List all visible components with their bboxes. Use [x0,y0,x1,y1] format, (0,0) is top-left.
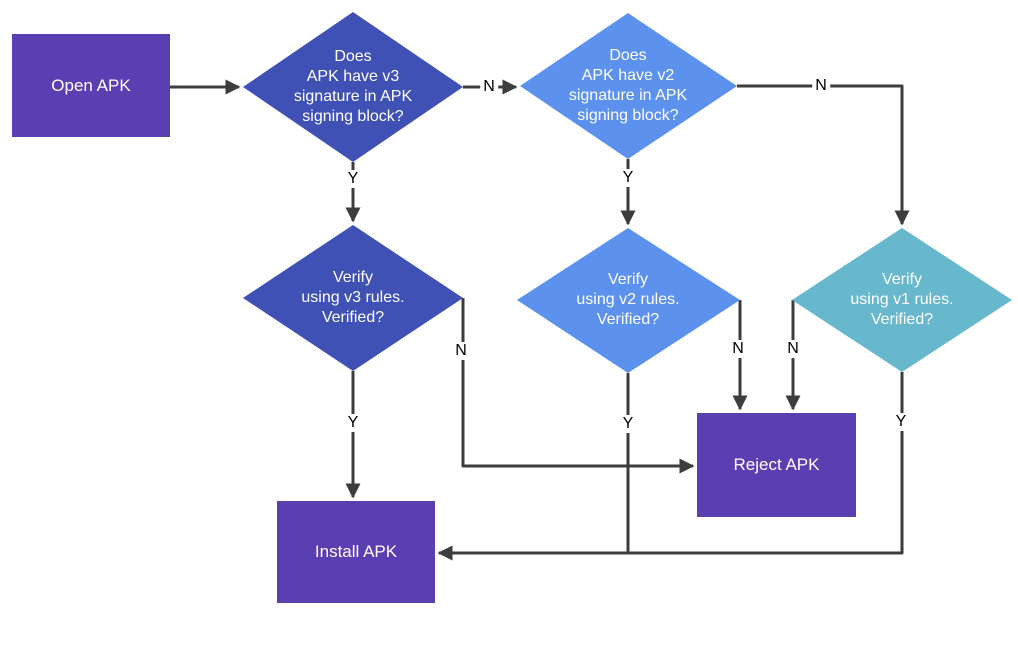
edge-label-v3check-yes: Y [344,170,362,188]
node-verify-v2-shape [517,228,740,373]
edge-label-verify-v1-no: N [784,340,802,358]
edge-label-verify-v2-no: N [729,340,747,358]
edge-verify-v1-yes [437,372,904,561]
node-install-apk-shape [277,501,435,603]
edge-label-verify-v3-no: N [452,342,470,360]
node-reject-apk-shape [697,413,856,517]
edge-label-v2check-yes: Y [619,169,637,187]
node-open-apk-shape [12,34,170,137]
edge-v2check-no [737,84,910,226]
edge-label-v2check-no: N [812,77,830,95]
edge-label-verify-v3-yes: Y [344,414,362,432]
edge-label-verify-v1-yes: Y [892,413,910,431]
node-v3-signature-check-shape [243,12,463,162]
edge-label-v3check-no: N [480,78,498,96]
node-verify-v1-shape [792,228,1012,372]
node-v2-signature-check-shape [520,13,737,159]
node-verify-v3-shape [243,225,463,371]
edge-label-verify-v2-yes: Y [619,415,637,433]
